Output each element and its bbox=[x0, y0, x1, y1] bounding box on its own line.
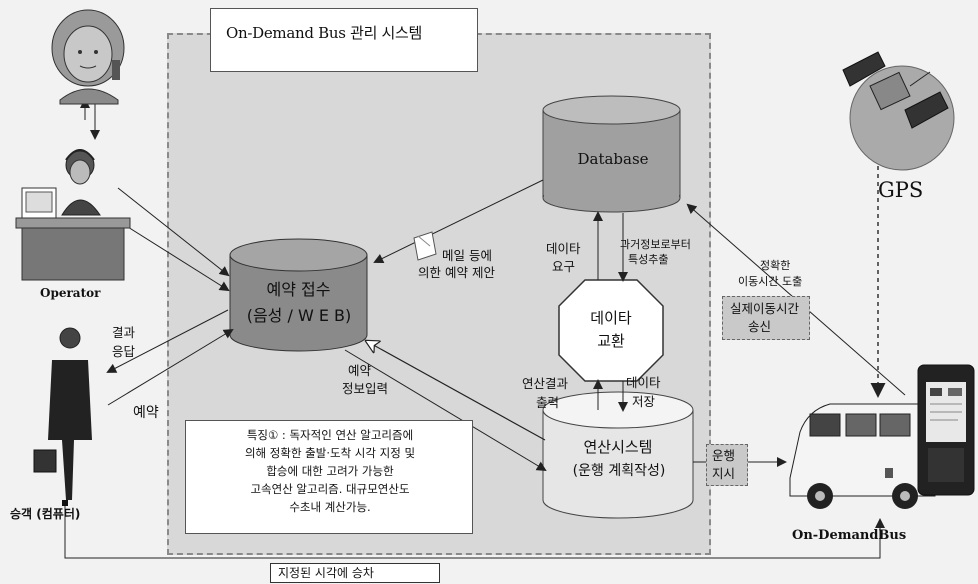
result-reply-line1: 결과 bbox=[112, 325, 136, 340]
arrow-computation-to-reservation bbox=[368, 342, 546, 441]
accurate-time-line1: 정확한 bbox=[760, 259, 791, 272]
accurate-time-line2: 이동시간 도출 bbox=[738, 275, 803, 288]
data-store-line1: 데이타 bbox=[626, 375, 661, 390]
computation-line2: (운행 계획작성) bbox=[572, 463, 666, 479]
computation-line1: 연산시스템 bbox=[583, 438, 653, 456]
actual-time-line1: 실제이동시간 bbox=[730, 301, 800, 316]
reservation-line1: 예약 접수 bbox=[266, 280, 331, 299]
feature-note-line: 의해 정확한 출발·도착 시각 지정 및 bbox=[244, 446, 416, 460]
elderly-person-icon bbox=[51, 9, 125, 105]
database-label: Database bbox=[577, 150, 649, 168]
reservation-arrow-label: 예약 bbox=[133, 405, 159, 421]
arrow-reservation-to-computation bbox=[344, 349, 547, 472]
reservation-input-line1: 예약 bbox=[348, 363, 372, 378]
email-icon bbox=[413, 231, 437, 261]
reservation-cylinder bbox=[229, 238, 368, 352]
exchange-line1: 데이타 bbox=[590, 309, 632, 327]
result-output-line1: 연산결과 bbox=[522, 376, 569, 391]
bus-icon bbox=[789, 403, 936, 509]
feature-note-box bbox=[185, 420, 473, 534]
data-request-line2: 요구 bbox=[552, 259, 576, 274]
boarding-label: 지정된 시각에 승차 bbox=[278, 566, 374, 580]
arrow-reply-to-passenger bbox=[106, 309, 229, 373]
operation-instruction-box bbox=[706, 444, 748, 486]
passenger-label: 승객 (컴퓨터) bbox=[10, 507, 81, 521]
past-info-line2: 특성추출 bbox=[628, 253, 669, 266]
actual-time-box bbox=[722, 296, 810, 340]
feature-note: 특징① : 독자적인 연산 알고리즘에 의해 정확한 출발·도착 시각 지정 및… bbox=[192, 426, 468, 516]
reservation-input-line2: 정보입력 bbox=[342, 381, 389, 396]
operator-label: Operator bbox=[40, 286, 101, 300]
exchange-octagon bbox=[558, 279, 664, 382]
computation-cylinder bbox=[542, 391, 694, 519]
result-reply-line2: 응답 bbox=[112, 344, 136, 359]
system-title-box bbox=[210, 8, 478, 72]
feature-note-line: 합승에 대한 고려가 가능한 bbox=[266, 464, 394, 478]
feature-note-line: 수초내 계산가능. bbox=[289, 500, 371, 514]
operator-icon bbox=[15, 149, 131, 281]
feature-note-line: 특징① : 독자적인 연산 알고리즘에 bbox=[246, 428, 414, 442]
database-cylinder bbox=[542, 95, 681, 213]
operation-instruction-line1: 운행 bbox=[712, 448, 736, 463]
feature-note-line: 고속연산 알고리즘. 대규모연산도 bbox=[250, 482, 410, 496]
reservation-line2: (음성 / W E B) bbox=[246, 306, 352, 325]
result-output-line2: 출력 bbox=[536, 395, 560, 410]
data-store-line2: 저장 bbox=[632, 394, 656, 409]
past-info-line1: 과거정보로부터 bbox=[620, 238, 691, 251]
arrow-operator-to-reservation-2 bbox=[119, 221, 230, 292]
exchange-line2: 교환 bbox=[597, 332, 625, 350]
arrow-operator-to-reservation bbox=[117, 187, 230, 277]
gps-label: GPS bbox=[878, 178, 924, 202]
mobile-phone-icon bbox=[917, 364, 975, 496]
email-proposal-line2: 의한 예약 제안 bbox=[418, 265, 495, 280]
data-request-line1: 데이타 bbox=[546, 241, 581, 256]
boarding-label-box bbox=[270, 563, 440, 583]
gps-satellite-icon bbox=[842, 51, 955, 171]
boarding-line bbox=[64, 500, 885, 559]
passenger-icon bbox=[33, 327, 92, 506]
operation-instruction-line2: 지시 bbox=[712, 466, 736, 481]
actual-time-line2: 송신 bbox=[748, 319, 772, 334]
bus-label: On-DemandBus bbox=[792, 528, 907, 543]
email-proposal-line1: 메일 등에 bbox=[442, 248, 492, 263]
arrow-db-to-reservation bbox=[373, 179, 544, 263]
arrow-passenger-reservation bbox=[107, 328, 234, 406]
system-title: On-Demand Bus 관리 시스템 bbox=[226, 24, 423, 42]
